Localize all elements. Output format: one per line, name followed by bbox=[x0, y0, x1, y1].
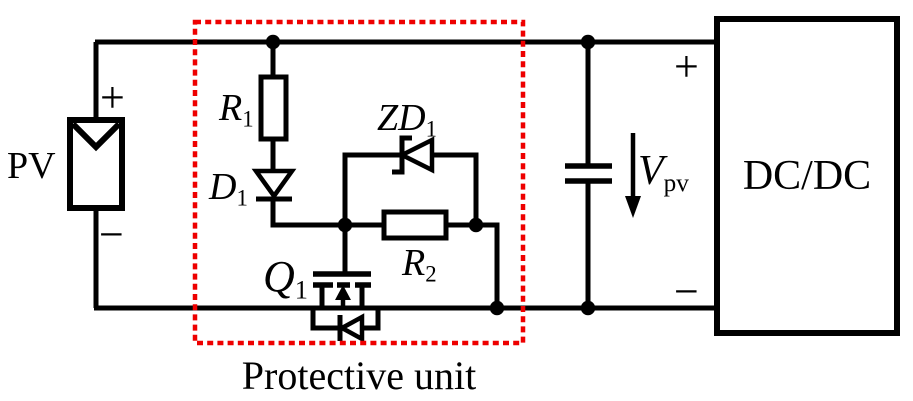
zener-zd1 bbox=[392, 135, 435, 175]
q1-body-arrow bbox=[335, 285, 351, 300]
zd1-cathode-bar bbox=[392, 135, 412, 175]
q1-body-diode bbox=[310, 306, 381, 343]
r1-label: R1 bbox=[219, 89, 254, 131]
r2-label: R2 bbox=[402, 244, 437, 286]
pv-minus-sign: − bbox=[99, 210, 124, 259]
r1-label-sub: 1 bbox=[242, 106, 254, 132]
dcdc-label: DC/DC bbox=[742, 153, 872, 199]
protective-unit-box bbox=[192, 19, 526, 346]
dcdc-box bbox=[714, 16, 900, 336]
pv-plus-sign: + bbox=[100, 73, 125, 122]
protective-unit-caption: Protective unit bbox=[241, 353, 477, 398]
d1-label-sub: 1 bbox=[236, 185, 248, 211]
q1-label: Q1 bbox=[263, 255, 308, 303]
zd1-label-sub: 1 bbox=[425, 116, 437, 142]
vpv-arrowhead bbox=[625, 196, 641, 218]
r2-label-sub: 2 bbox=[425, 261, 437, 287]
d1-triangle bbox=[251, 168, 297, 200]
r1-label-base: R bbox=[219, 87, 243, 129]
resistor-r2 bbox=[381, 209, 449, 241]
zener-right-wire bbox=[432, 152, 479, 227]
junction-dot bbox=[580, 34, 596, 50]
bus-minus-sign: − bbox=[674, 267, 699, 316]
bus-plus-sign: + bbox=[674, 42, 699, 91]
junction-dots bbox=[265, 34, 596, 316]
d1-node-wire bbox=[270, 199, 345, 228]
zd1-triangle bbox=[396, 136, 435, 174]
junction-dot bbox=[468, 217, 484, 233]
zd1-label-base: ZD bbox=[377, 97, 426, 139]
vpv-label-base: V bbox=[638, 148, 664, 194]
vpv-arrow bbox=[625, 133, 641, 218]
vpv-label-sub: pv bbox=[663, 170, 689, 198]
nodeB-rail-wire bbox=[476, 222, 500, 308]
junction-dot bbox=[337, 217, 353, 233]
junction-dot bbox=[265, 34, 281, 50]
d1-label-base: D bbox=[209, 166, 237, 208]
bus-capacitor bbox=[565, 163, 612, 184]
diode-d1 bbox=[251, 168, 297, 202]
body-diode-triangle bbox=[337, 313, 365, 343]
pv-chevron bbox=[70, 121, 122, 152]
pv-source-symbol bbox=[67, 117, 125, 211]
pv-label: PV bbox=[7, 145, 56, 187]
pv-body bbox=[67, 117, 125, 211]
d1-label: D1 bbox=[209, 168, 248, 210]
r2-label-base: R bbox=[402, 242, 426, 284]
junction-dot bbox=[489, 300, 505, 316]
zd1-label: ZD1 bbox=[377, 99, 437, 141]
junction-dot bbox=[580, 300, 596, 316]
mosfet-q1 bbox=[313, 271, 371, 308]
vpv-label: Vpv bbox=[638, 150, 689, 196]
resistor-r1 bbox=[258, 74, 289, 142]
q1-label-base: Q bbox=[263, 252, 295, 301]
q1-label-sub: 1 bbox=[294, 274, 308, 305]
zener-left-wire bbox=[342, 152, 402, 227]
